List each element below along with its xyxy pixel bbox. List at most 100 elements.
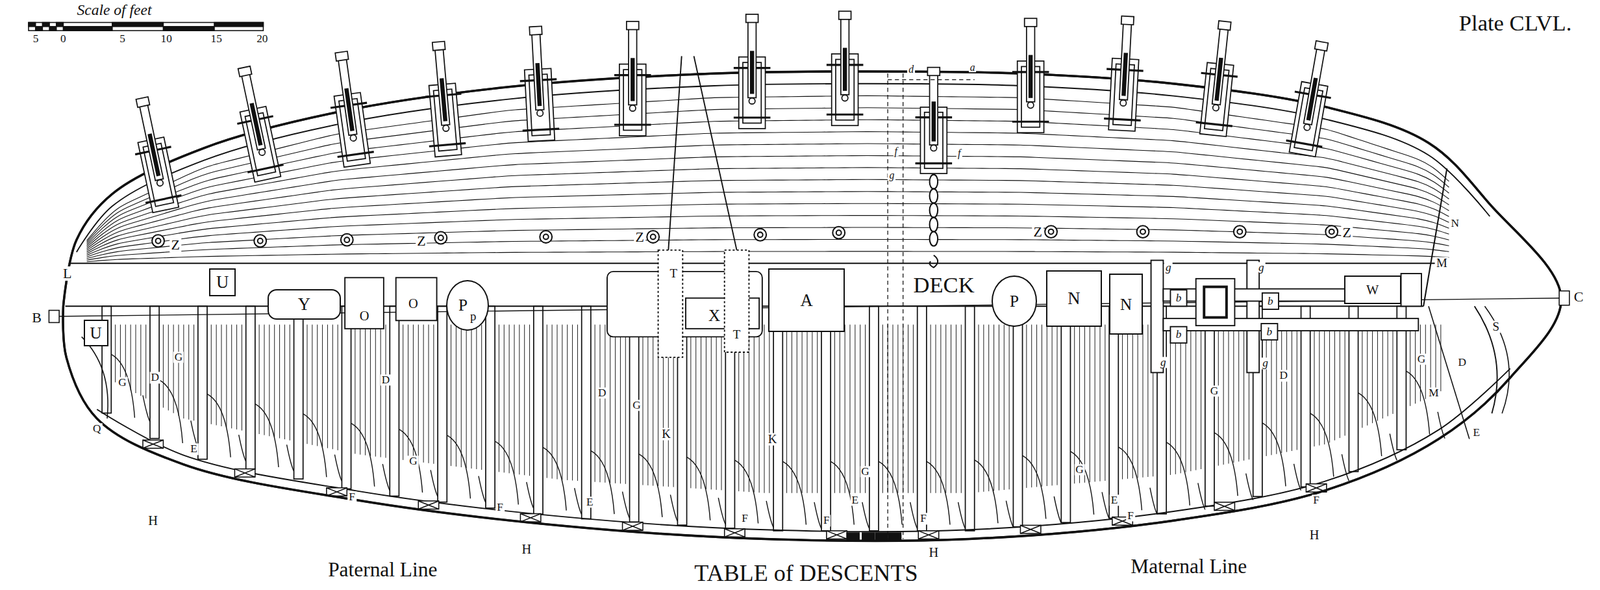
plate-text: Scale of feet: [75, 2, 153, 19]
gun-muzzle: [927, 67, 940, 76]
part-letter: D: [596, 387, 608, 399]
bar-vertical: [1151, 260, 1164, 373]
part-letter: F: [1311, 494, 1321, 506]
keel-cross: [918, 530, 939, 539]
frame-rib: [773, 305, 783, 531]
hatch-line: [721, 324, 723, 491]
hatch-line: [433, 324, 434, 464]
keel-block: [724, 528, 745, 538]
part-letter: C: [1572, 289, 1586, 304]
hatch-line: [375, 324, 376, 457]
hatch-line: [955, 324, 957, 493]
knee-curve: [687, 456, 711, 520]
hatch-line: [690, 324, 691, 489]
rigging-line: [668, 55, 682, 250]
frame-rib: [1012, 305, 1023, 527]
circle-box: Pp: [446, 279, 489, 332]
part-letter: O: [358, 308, 371, 322]
hatch-line: [216, 324, 217, 426]
keel-cross: [1214, 501, 1235, 511]
hatch-line: [807, 324, 808, 493]
knee-curve: [718, 497, 726, 525]
part-letter: F: [740, 512, 750, 525]
part-box: N: [1109, 273, 1143, 335]
gun-barrel: [1303, 45, 1326, 125]
part-letter: D: [380, 374, 391, 386]
knee-curve: [446, 435, 471, 499]
gun-cascabel: [1212, 104, 1219, 112]
part-letter: G: [173, 351, 184, 363]
part-letter: 20: [255, 33, 269, 45]
hatch-line: [1084, 324, 1086, 483]
part-letter: F: [822, 514, 832, 526]
hatch-line: [1361, 324, 1363, 428]
hatch-line: [572, 324, 573, 481]
hatch-line: [145, 324, 147, 399]
keel-cross: [418, 500, 439, 510]
hatch-line: [461, 324, 462, 468]
part-box: N: [1046, 270, 1102, 326]
plate-caption: TABLE of DESCENTS: [692, 560, 919, 584]
hatch-line: [466, 324, 467, 469]
hatch-line: [1175, 324, 1176, 475]
keel-cross: [826, 530, 847, 539]
gun-barrel-core: [932, 101, 936, 141]
ring-bolt: [646, 230, 660, 243]
part-box: Y: [267, 288, 341, 320]
frame-rib: [917, 305, 927, 531]
hatch-line: [854, 324, 856, 493]
knee-curve: [638, 453, 663, 517]
knee-curve: [1262, 422, 1286, 486]
ring-bolt-eye: [257, 238, 263, 244]
knee-curve: [814, 501, 822, 529]
hatch-line: [1387, 324, 1389, 417]
hatch-line: [620, 324, 621, 484]
knee-curve: [1053, 496, 1062, 523]
knee-curve: [398, 429, 423, 493]
plank-line: [87, 155, 1450, 249]
gun-axle: [826, 113, 864, 116]
part-box: U: [83, 319, 109, 347]
hatch-line: [801, 324, 803, 493]
part-box: A: [768, 268, 845, 332]
part-letter: E: [585, 496, 595, 508]
hatch-line: [524, 324, 525, 476]
cannon: [225, 63, 286, 184]
hatch-line: [768, 324, 770, 493]
hatch-line: [557, 324, 558, 480]
hatch-line: [786, 324, 788, 493]
ring-bolt-eye: [1237, 229, 1243, 235]
gun-barrel-core: [843, 48, 847, 90]
frame-rib: [294, 305, 304, 479]
hatch-line: [268, 324, 270, 437]
hatch-line: [337, 324, 339, 450]
frame-rib: [246, 305, 256, 469]
hatch-line: [471, 324, 473, 469]
gun-cascabel: [258, 148, 266, 156]
window-inner: [1203, 286, 1227, 317]
hatch-line: [753, 324, 755, 493]
node-letter: P: [1009, 292, 1019, 310]
gun-axle: [614, 123, 652, 126]
frame-rib: [965, 305, 975, 531]
chain-link: [929, 231, 939, 247]
hatch-line: [652, 324, 654, 486]
gun-muzzle: [432, 41, 446, 51]
hatch-line: [140, 324, 141, 397]
knee-curve: [1214, 432, 1238, 496]
hatch-line: [1190, 324, 1191, 472]
keel-block: [520, 513, 541, 523]
hatch-line: [1392, 324, 1394, 414]
chain-hook: [929, 255, 939, 268]
gun-barrel: [840, 15, 850, 95]
bow-bracket: [1559, 290, 1570, 306]
hatch-line: [1104, 324, 1106, 481]
hatch-line: [594, 324, 596, 482]
gun-cascabel: [156, 179, 164, 187]
hatch-line: [1025, 324, 1027, 488]
part-letter: d: [907, 64, 915, 75]
hatch-line: [1170, 324, 1171, 475]
cannon: [1194, 19, 1244, 138]
plank-line: [87, 251, 1450, 262]
